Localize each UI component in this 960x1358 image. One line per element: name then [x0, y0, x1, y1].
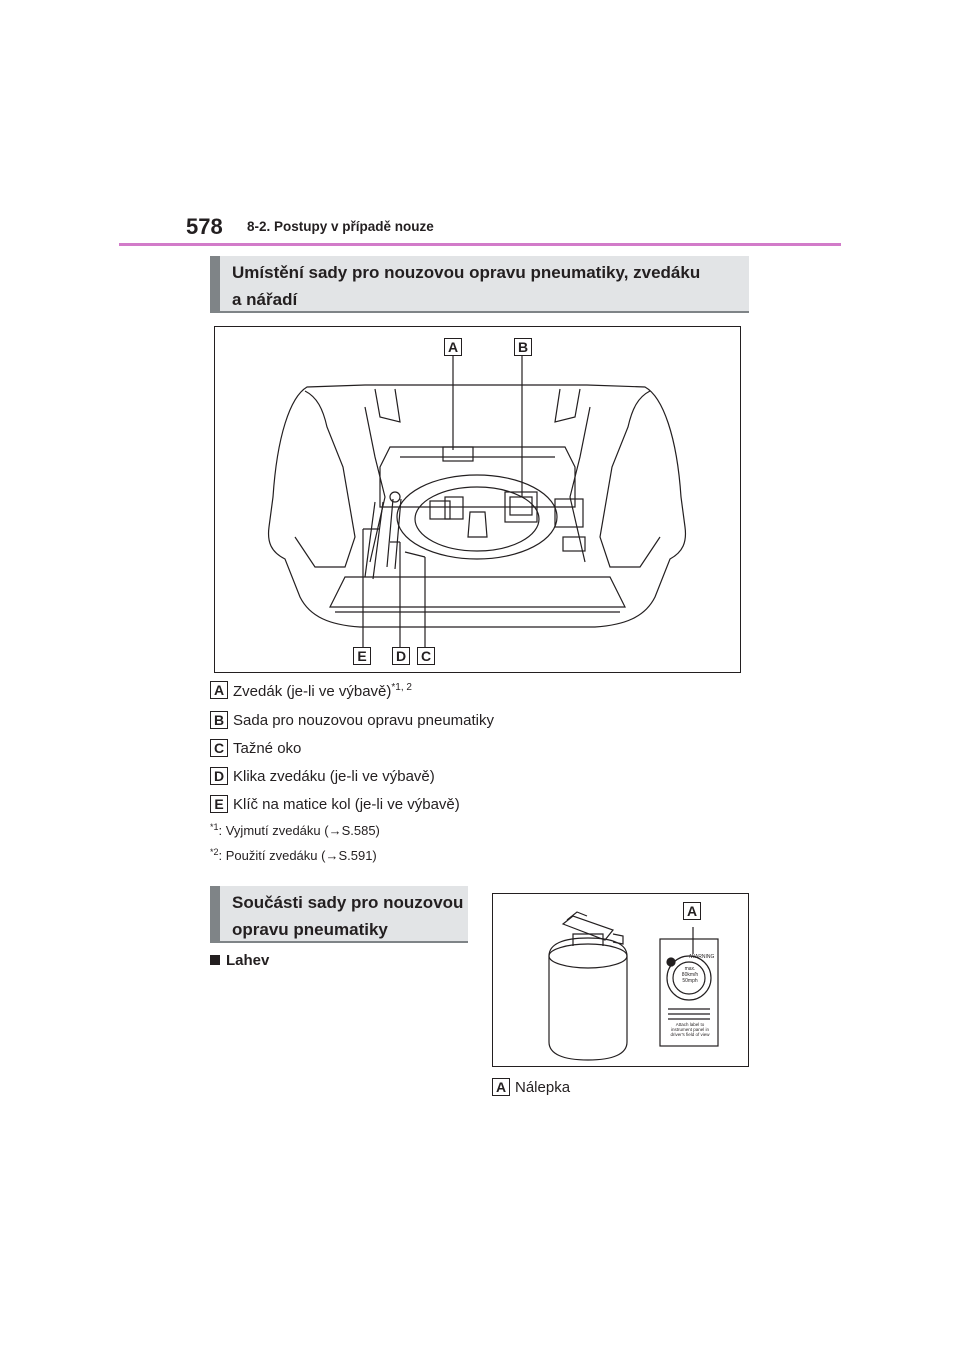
footnote-mark: *2 — [210, 847, 219, 857]
footnote-1: *1: Vyjmutí zvedáku (→S.585) — [210, 822, 380, 838]
callout-b: B — [514, 338, 532, 356]
label-caption-line: instrument panel in — [670, 1027, 710, 1032]
legend-text: Nálepka — [515, 1079, 571, 1096]
footnote-text: : Použití zvedáku (→S.591) — [218, 848, 377, 863]
legend-letter: E — [210, 795, 228, 813]
heading-line-2: opravu pneumatiky — [232, 920, 388, 939]
legend-letter: A — [492, 1078, 510, 1096]
square-bullet-icon — [210, 955, 220, 965]
heading-line-1: Umístění sady pro nouzovou opravu pneuma… — [232, 263, 701, 282]
callout-a: A — [444, 338, 462, 356]
legend-text: Klika zvedáku (je-li ve výbavě) — [233, 768, 435, 785]
heading-line-1: Součásti sady pro nouzovou — [232, 893, 464, 912]
legend-text: Tažné oko — [233, 740, 302, 757]
label-speed: max. 80km/h 50mph — [680, 966, 700, 984]
callout-e: E — [353, 647, 371, 665]
footnote-text: : Vyjmutí zvedáku (→S.585) — [218, 823, 380, 838]
section-heading-location: Umístění sady pro nouzovou opravu pneuma… — [210, 256, 749, 313]
legend-text: Sada pro nouzovou opravu pneumatiky — [233, 712, 495, 729]
label-speed-mph: 50mph — [682, 978, 698, 984]
subheading-bottle: Lahev — [210, 952, 269, 969]
header-divider — [119, 243, 841, 246]
trunk-illustration — [267, 356, 687, 647]
legend-letter: C — [210, 739, 228, 757]
trunk-illustration-frame: A B E D C — [214, 326, 741, 673]
legend-superscript: *1, 2 — [391, 682, 412, 693]
bottle-illustration — [548, 911, 719, 1061]
label-speed-kmh: 80km/h — [681, 972, 699, 978]
legend-letter: B — [210, 711, 228, 729]
legend-text: Zvedák (je-li ve výbavě) — [233, 683, 392, 700]
callout-d: D — [392, 647, 410, 665]
callout-c: C — [417, 647, 435, 665]
heading-line-2: a nářadí — [232, 290, 298, 309]
label-speed-max: max. — [684, 966, 696, 972]
legend-letter: D — [210, 767, 228, 785]
section-heading-kit-parts: Součásti sady pro nouzovou opravu pneuma… — [210, 886, 468, 943]
label-caption: Attach label to instrument panel in driv… — [665, 1022, 715, 1037]
legend-letter: A — [210, 681, 228, 699]
legend-text: Klíč na matice kol (je-li ve výbavě) — [233, 796, 460, 813]
page-number: 578 — [186, 214, 223, 239]
label-warning: /WARNING — [689, 954, 715, 960]
footnote-mark: *1 — [210, 822, 219, 832]
section-title: 8-2. Postupy v případě nouze — [247, 219, 434, 234]
bottle-illustration-frame: max. 80km/h 50mph /WARNING Attach label … — [492, 893, 749, 1067]
callout-a: A — [683, 902, 701, 920]
label-caption-line: Attach label to — [675, 1022, 705, 1027]
label-caption-line: driver's field of view — [670, 1032, 710, 1037]
subheading-text: Lahev — [226, 952, 270, 969]
footnote-2: *2: Použití zvedáku (→S.591) — [210, 847, 377, 863]
